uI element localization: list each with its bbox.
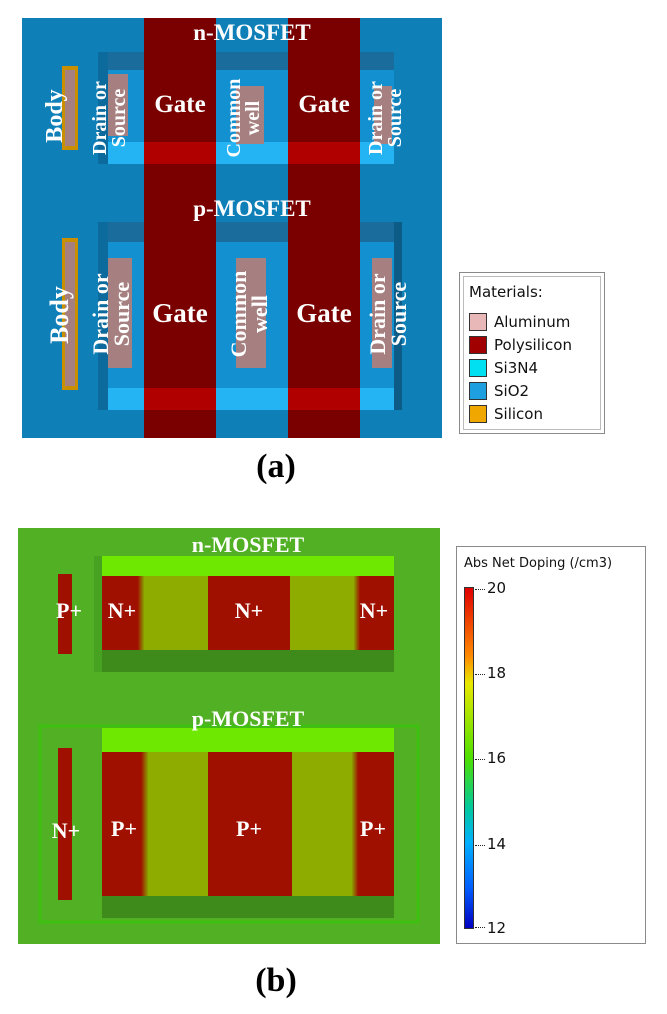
p-region-top bbox=[102, 728, 394, 752]
n-mosfet-label-b: n-MOSFET bbox=[191, 532, 305, 557]
panel-a-structure bbox=[22, 18, 442, 438]
gate-right-n-strip bbox=[288, 142, 360, 164]
p-left-contact bbox=[108, 258, 132, 368]
p-plus-center bbox=[208, 752, 292, 896]
legend-label: Polysilicon bbox=[494, 336, 572, 354]
n-plus-center bbox=[208, 576, 290, 650]
n-region-bottom bbox=[102, 650, 394, 672]
legend-title: Materials: bbox=[469, 283, 543, 301]
colorbar-tick-label: 12 bbox=[487, 919, 507, 937]
n-well-outline bbox=[38, 724, 420, 924]
panel-b-doping bbox=[18, 528, 440, 944]
colorbar-gradient bbox=[464, 587, 474, 929]
p-region-bottom bbox=[102, 896, 394, 918]
doping-colorbar: Abs Net Doping (/cm3) 20 18 16 14 12 bbox=[456, 546, 646, 944]
colorbar-tick bbox=[475, 759, 485, 760]
caption-b: (b) bbox=[255, 962, 297, 999]
p-right-shadow bbox=[394, 222, 402, 410]
p-common-contact bbox=[236, 258, 266, 368]
panel-b: n-MOSFET p-MOSFET P+ N+ N+ N+ N+ P+ P+ P… bbox=[18, 528, 440, 944]
n-plus-label-body: N+ bbox=[51, 818, 81, 843]
colorbar-tick bbox=[475, 927, 485, 928]
legend-swatch-si3n4 bbox=[469, 359, 487, 377]
colorbar-tick bbox=[475, 674, 485, 675]
n-plus-label-left: N+ bbox=[107, 598, 137, 623]
caption-a: (a) bbox=[256, 448, 296, 485]
n-plus-label-center: N+ bbox=[234, 598, 264, 623]
legend-swatch-sio2 bbox=[469, 382, 487, 400]
legend-item-aluminum: Aluminum bbox=[469, 311, 570, 333]
body-contact-n-al bbox=[65, 70, 75, 146]
p-plus-left bbox=[102, 752, 148, 896]
n-plus-label-right: N+ bbox=[359, 598, 389, 623]
colorbar-tick bbox=[475, 589, 485, 590]
gate-left-p-strip bbox=[144, 388, 216, 410]
colorbar-title: Abs Net Doping (/cm3) bbox=[464, 556, 613, 571]
n-mosfet-label-a: n-MOSFET bbox=[193, 20, 311, 45]
gate-label-p-left: Gate bbox=[152, 298, 208, 328]
colorbar-tick-label: 18 bbox=[487, 664, 507, 682]
legend-swatch-silicon bbox=[469, 405, 487, 423]
gate-right bbox=[288, 18, 360, 438]
n-region-top bbox=[102, 556, 394, 576]
materials-legend: Materials: Aluminum Polysilicon Si3N4 Si… bbox=[459, 272, 605, 434]
body-contact-p-al bbox=[65, 242, 75, 386]
n-plus-right bbox=[354, 576, 394, 650]
p-plus-label-center: P+ bbox=[236, 816, 262, 841]
body-label-n: Body bbox=[42, 89, 68, 143]
p-mosfet-label-b: p-MOSFET bbox=[191, 706, 305, 731]
legend-item-polysilicon: Polysilicon bbox=[469, 334, 572, 356]
gate-label-n-right: Gate bbox=[298, 91, 350, 118]
colorbar-tick-label: 14 bbox=[487, 835, 507, 853]
n-left-contact bbox=[108, 74, 128, 136]
n-common-contact bbox=[236, 86, 264, 144]
p-plus-label-right: P+ bbox=[360, 816, 386, 841]
colorbar-tick-label: 20 bbox=[487, 579, 507, 597]
n-plus-left bbox=[102, 576, 144, 650]
legend-swatch-aluminum bbox=[469, 313, 487, 331]
legend-frame bbox=[463, 276, 601, 430]
gate-left bbox=[144, 18, 216, 438]
body-label-p: Body bbox=[45, 286, 74, 344]
gate-right-p-strip bbox=[288, 388, 360, 410]
colorbar-tick bbox=[475, 845, 485, 846]
p-plus-label-left: P+ bbox=[111, 816, 137, 841]
legend-item-si3n4: Si3N4 bbox=[469, 357, 538, 379]
p-right-contact bbox=[372, 258, 392, 368]
p-mosfet-label-a: p-MOSFET bbox=[193, 196, 311, 221]
n-region-left-edge bbox=[94, 556, 102, 672]
n-left-shadow bbox=[98, 52, 108, 164]
legend-label: Silicon bbox=[494, 405, 543, 423]
p-plus-label-body: P+ bbox=[56, 598, 82, 623]
n-right-contact bbox=[374, 86, 392, 144]
legend-item-sio2: SiO2 bbox=[469, 380, 529, 402]
p-plus-body-contact bbox=[58, 574, 72, 654]
legend-item-silicon: Silicon bbox=[469, 403, 543, 425]
legend-label: Aluminum bbox=[494, 313, 571, 331]
legend-label: SiO2 bbox=[494, 382, 530, 400]
gate-label-p-right: Gate bbox=[296, 298, 352, 328]
gate-label-n-left: Gate bbox=[154, 91, 206, 118]
p-left-shadow bbox=[98, 222, 108, 410]
colorbar-tick-label: 16 bbox=[487, 749, 507, 767]
legend-swatch-polysilicon bbox=[469, 336, 487, 354]
p-plus-right bbox=[352, 752, 394, 896]
legend-label: Si3N4 bbox=[494, 359, 538, 377]
n-plus-body-contact bbox=[58, 748, 72, 900]
gate-left-n-strip bbox=[144, 142, 216, 164]
